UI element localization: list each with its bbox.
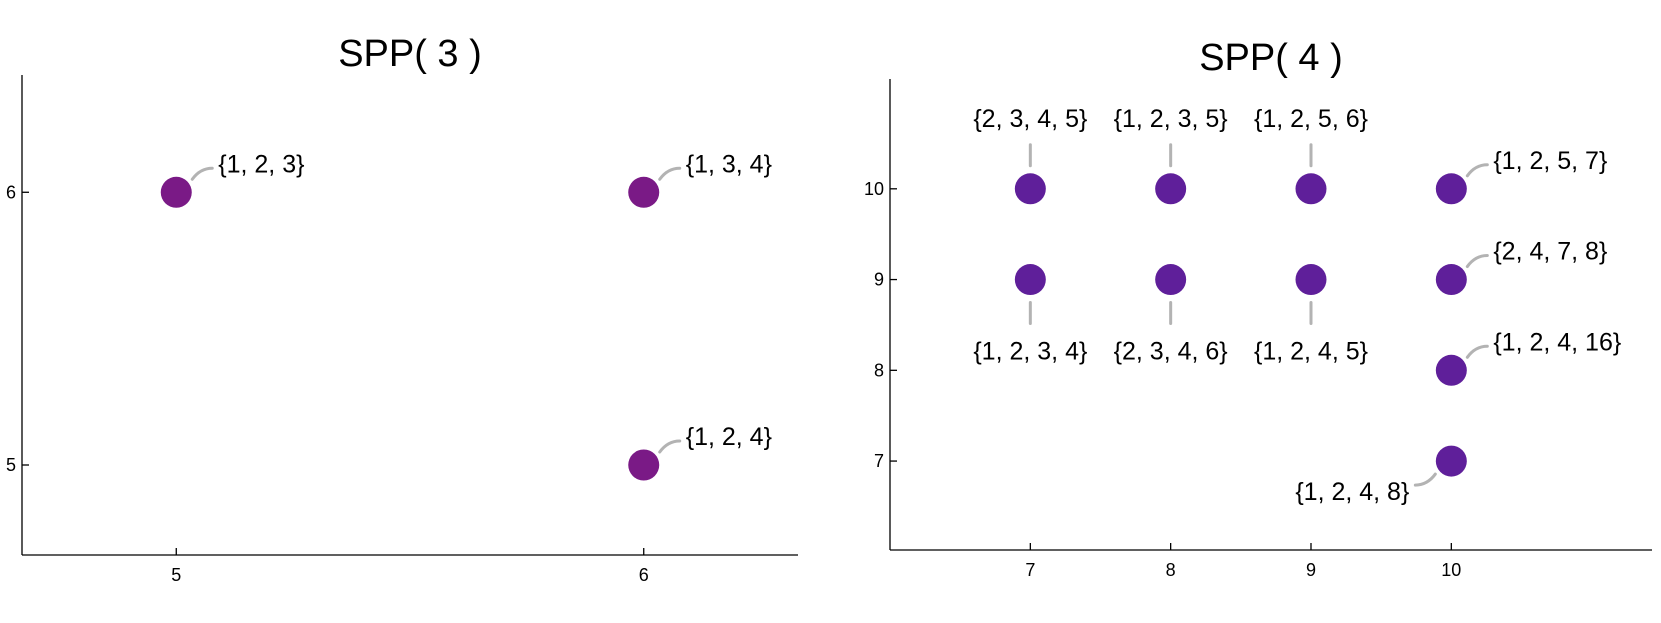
x-tick-label: 10 xyxy=(1441,560,1461,580)
data-point xyxy=(1435,173,1467,205)
point-label: {1, 3, 4} xyxy=(686,150,772,178)
label-leader-line xyxy=(1465,344,1489,359)
label-leader-line xyxy=(190,166,214,181)
point-label: {1, 2, 4, 16} xyxy=(1493,328,1621,356)
x-tick-label: 7 xyxy=(1025,560,1035,580)
data-point xyxy=(1435,264,1467,296)
data-point xyxy=(1014,173,1046,205)
data-point xyxy=(1295,173,1327,205)
y-tick-label: 8 xyxy=(874,360,884,380)
y-tick-label: 9 xyxy=(874,270,884,290)
point-label: {1, 2, 4} xyxy=(686,423,772,451)
point-label: {2, 3, 4, 6} xyxy=(1114,338,1228,366)
data-point xyxy=(1295,264,1327,296)
x-tick-label: 6 xyxy=(639,565,649,585)
data-point xyxy=(1155,173,1187,205)
point-label: {1, 2, 4, 5} xyxy=(1254,338,1368,366)
point-label: {1, 2, 4, 8} xyxy=(1295,478,1409,506)
x-tick-label: 5 xyxy=(171,565,181,585)
point-label: {2, 3, 4, 5} xyxy=(973,105,1087,133)
chart-title: SPP( 4 ) xyxy=(1199,37,1343,79)
chart-panel-1: SPP( 3 ) 5 6 5 6 {1, 2, 3} {1, 3, 4} {1, 2, 4} xyxy=(6,33,798,585)
point-label: {1, 2, 3, 4} xyxy=(973,338,1087,366)
label-leader-line xyxy=(1465,163,1489,178)
label-leader-line xyxy=(1413,472,1437,487)
point-label: {1, 2, 5, 7} xyxy=(1493,147,1607,175)
data-point xyxy=(628,176,660,208)
x-tick-label: 8 xyxy=(1166,560,1176,580)
chart-panel-2: SPP( 4 ) 7 8 9 10 7 8 9 10 {2, 3, 4, 5} {1, 2, 3, … xyxy=(864,37,1652,580)
point-label: {1, 2, 3} xyxy=(218,150,304,178)
y-tick-label: 5 xyxy=(6,455,16,475)
data-point xyxy=(1435,354,1467,386)
data-point xyxy=(1435,445,1467,477)
label-leader-line xyxy=(658,166,682,181)
chart-title: SPP( 3 ) xyxy=(338,33,482,75)
x-tick-label: 9 xyxy=(1306,560,1316,580)
y-tick-label: 10 xyxy=(864,179,884,199)
data-point xyxy=(628,449,660,481)
point-label: {1, 2, 5, 6} xyxy=(1254,105,1368,133)
data-point xyxy=(160,176,192,208)
y-tick-label: 6 xyxy=(6,182,16,202)
data-point xyxy=(1155,264,1187,296)
label-leader-line xyxy=(658,439,682,454)
point-label: {2, 4, 7, 8} xyxy=(1493,238,1607,266)
data-point xyxy=(1014,264,1046,296)
y-tick-label: 7 xyxy=(874,451,884,471)
label-leader-line xyxy=(1465,254,1489,269)
point-label: {1, 2, 3, 5} xyxy=(1114,105,1228,133)
